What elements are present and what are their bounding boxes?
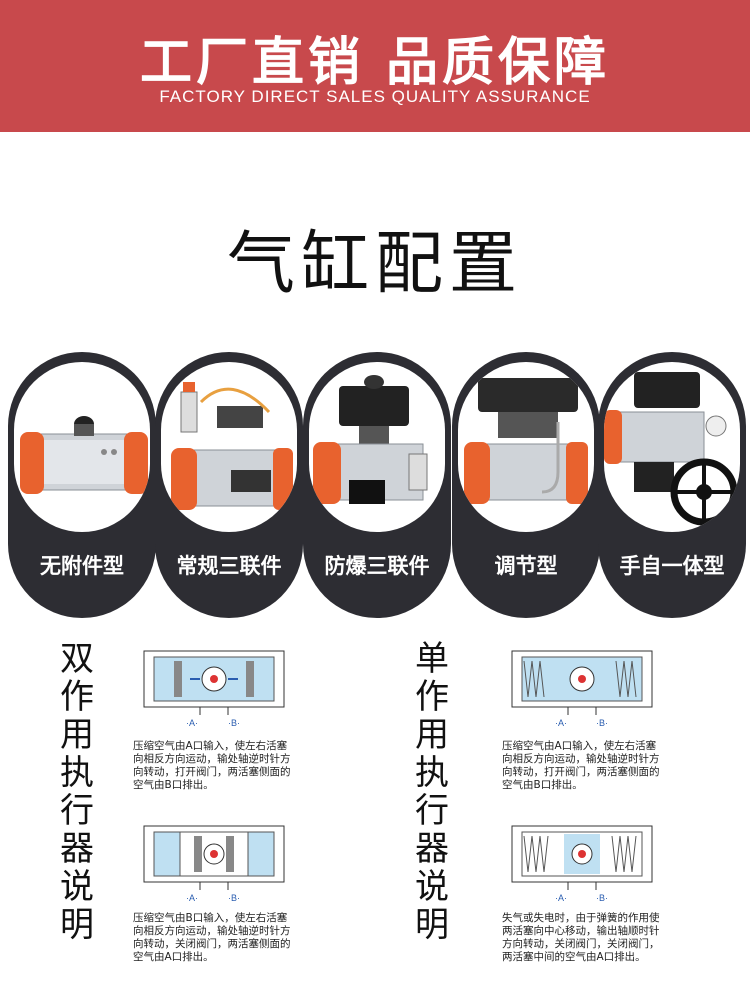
actuator-illustration [313, 375, 428, 504]
config-card-no-accessory[interactable]: 无附件型 [8, 352, 156, 618]
port-a-label: ·A· [555, 718, 567, 728]
port-a-label: ·A· [186, 718, 198, 728]
actuator-illustration [604, 372, 738, 526]
config-label: 常规三联件 [176, 554, 282, 578]
config-card-regulating[interactable]: 调节型 [452, 352, 600, 618]
port-b-label: ·B· [228, 893, 240, 903]
config-label: 调节型 [494, 554, 558, 578]
double-acting-desc-open: 压缩空气由A口输入，使左右活塞 向相反方向运动，输处轴逆时针方 向转动，打开阀门… [133, 740, 291, 791]
product-photo [604, 362, 740, 532]
config-label: 无附件型 [40, 554, 124, 578]
port-b-label: ·B· [228, 718, 240, 728]
single-acting-diagram-open [511, 650, 653, 715]
header-banner: 工厂直销 品质保障 FACTORY DIRECT SALES QUALITY A… [0, 0, 750, 132]
actuator-illustration [464, 378, 588, 504]
port-b-label: ·B· [596, 893, 608, 903]
actuator-illustration [171, 382, 293, 510]
config-label: 手自一体型 [619, 554, 725, 578]
single-acting-diagram-close [511, 825, 653, 890]
product-photo [309, 362, 445, 532]
product-photo [161, 362, 297, 532]
config-card-explosion-proof[interactable]: 防爆三联件 [303, 352, 451, 618]
port-a-label: ·A· [186, 893, 198, 903]
banner-subtitle: FACTORY DIRECT SALES QUALITY ASSURANCE [159, 87, 591, 106]
config-label: 防爆三联件 [324, 554, 430, 578]
double-acting-diagram-close [143, 825, 285, 890]
double-acting-desc-close: 压缩空气由B口输入，使左右活塞 向相反方向运动，输处轴逆时针方 向转动，关闭阀门… [133, 912, 291, 963]
config-card-manual-auto[interactable]: 手自一体型 [598, 352, 746, 618]
port-a-label: ·A· [555, 893, 567, 903]
section-title: 气缸配置 [226, 225, 523, 304]
product-photo [458, 362, 594, 532]
single-acting-title: 单 作 用 执 行 器 说 明 [415, 639, 449, 945]
double-acting-diagram-open [143, 650, 285, 715]
product-photo [14, 362, 150, 532]
single-acting-desc-close: 失气或失电时，由于弹簧的作用使 两活塞向中心移动，输出轴顺时针 方向转动，关闭阀… [502, 912, 660, 963]
config-card-regular-triple[interactable]: 常规三联件 [155, 352, 303, 618]
actuator-illustration [20, 416, 148, 494]
banner-title: 工厂直销 品质保障 [139, 33, 611, 93]
single-acting-desc-open: 压缩空气由A口输入，使左右活塞 向相反方向运动，输处轴逆时针方 向转动，打开阀门… [502, 740, 660, 791]
double-acting-title: 双 作 用 执 行 器 说 明 [60, 639, 94, 945]
port-b-label: ·B· [596, 718, 608, 728]
